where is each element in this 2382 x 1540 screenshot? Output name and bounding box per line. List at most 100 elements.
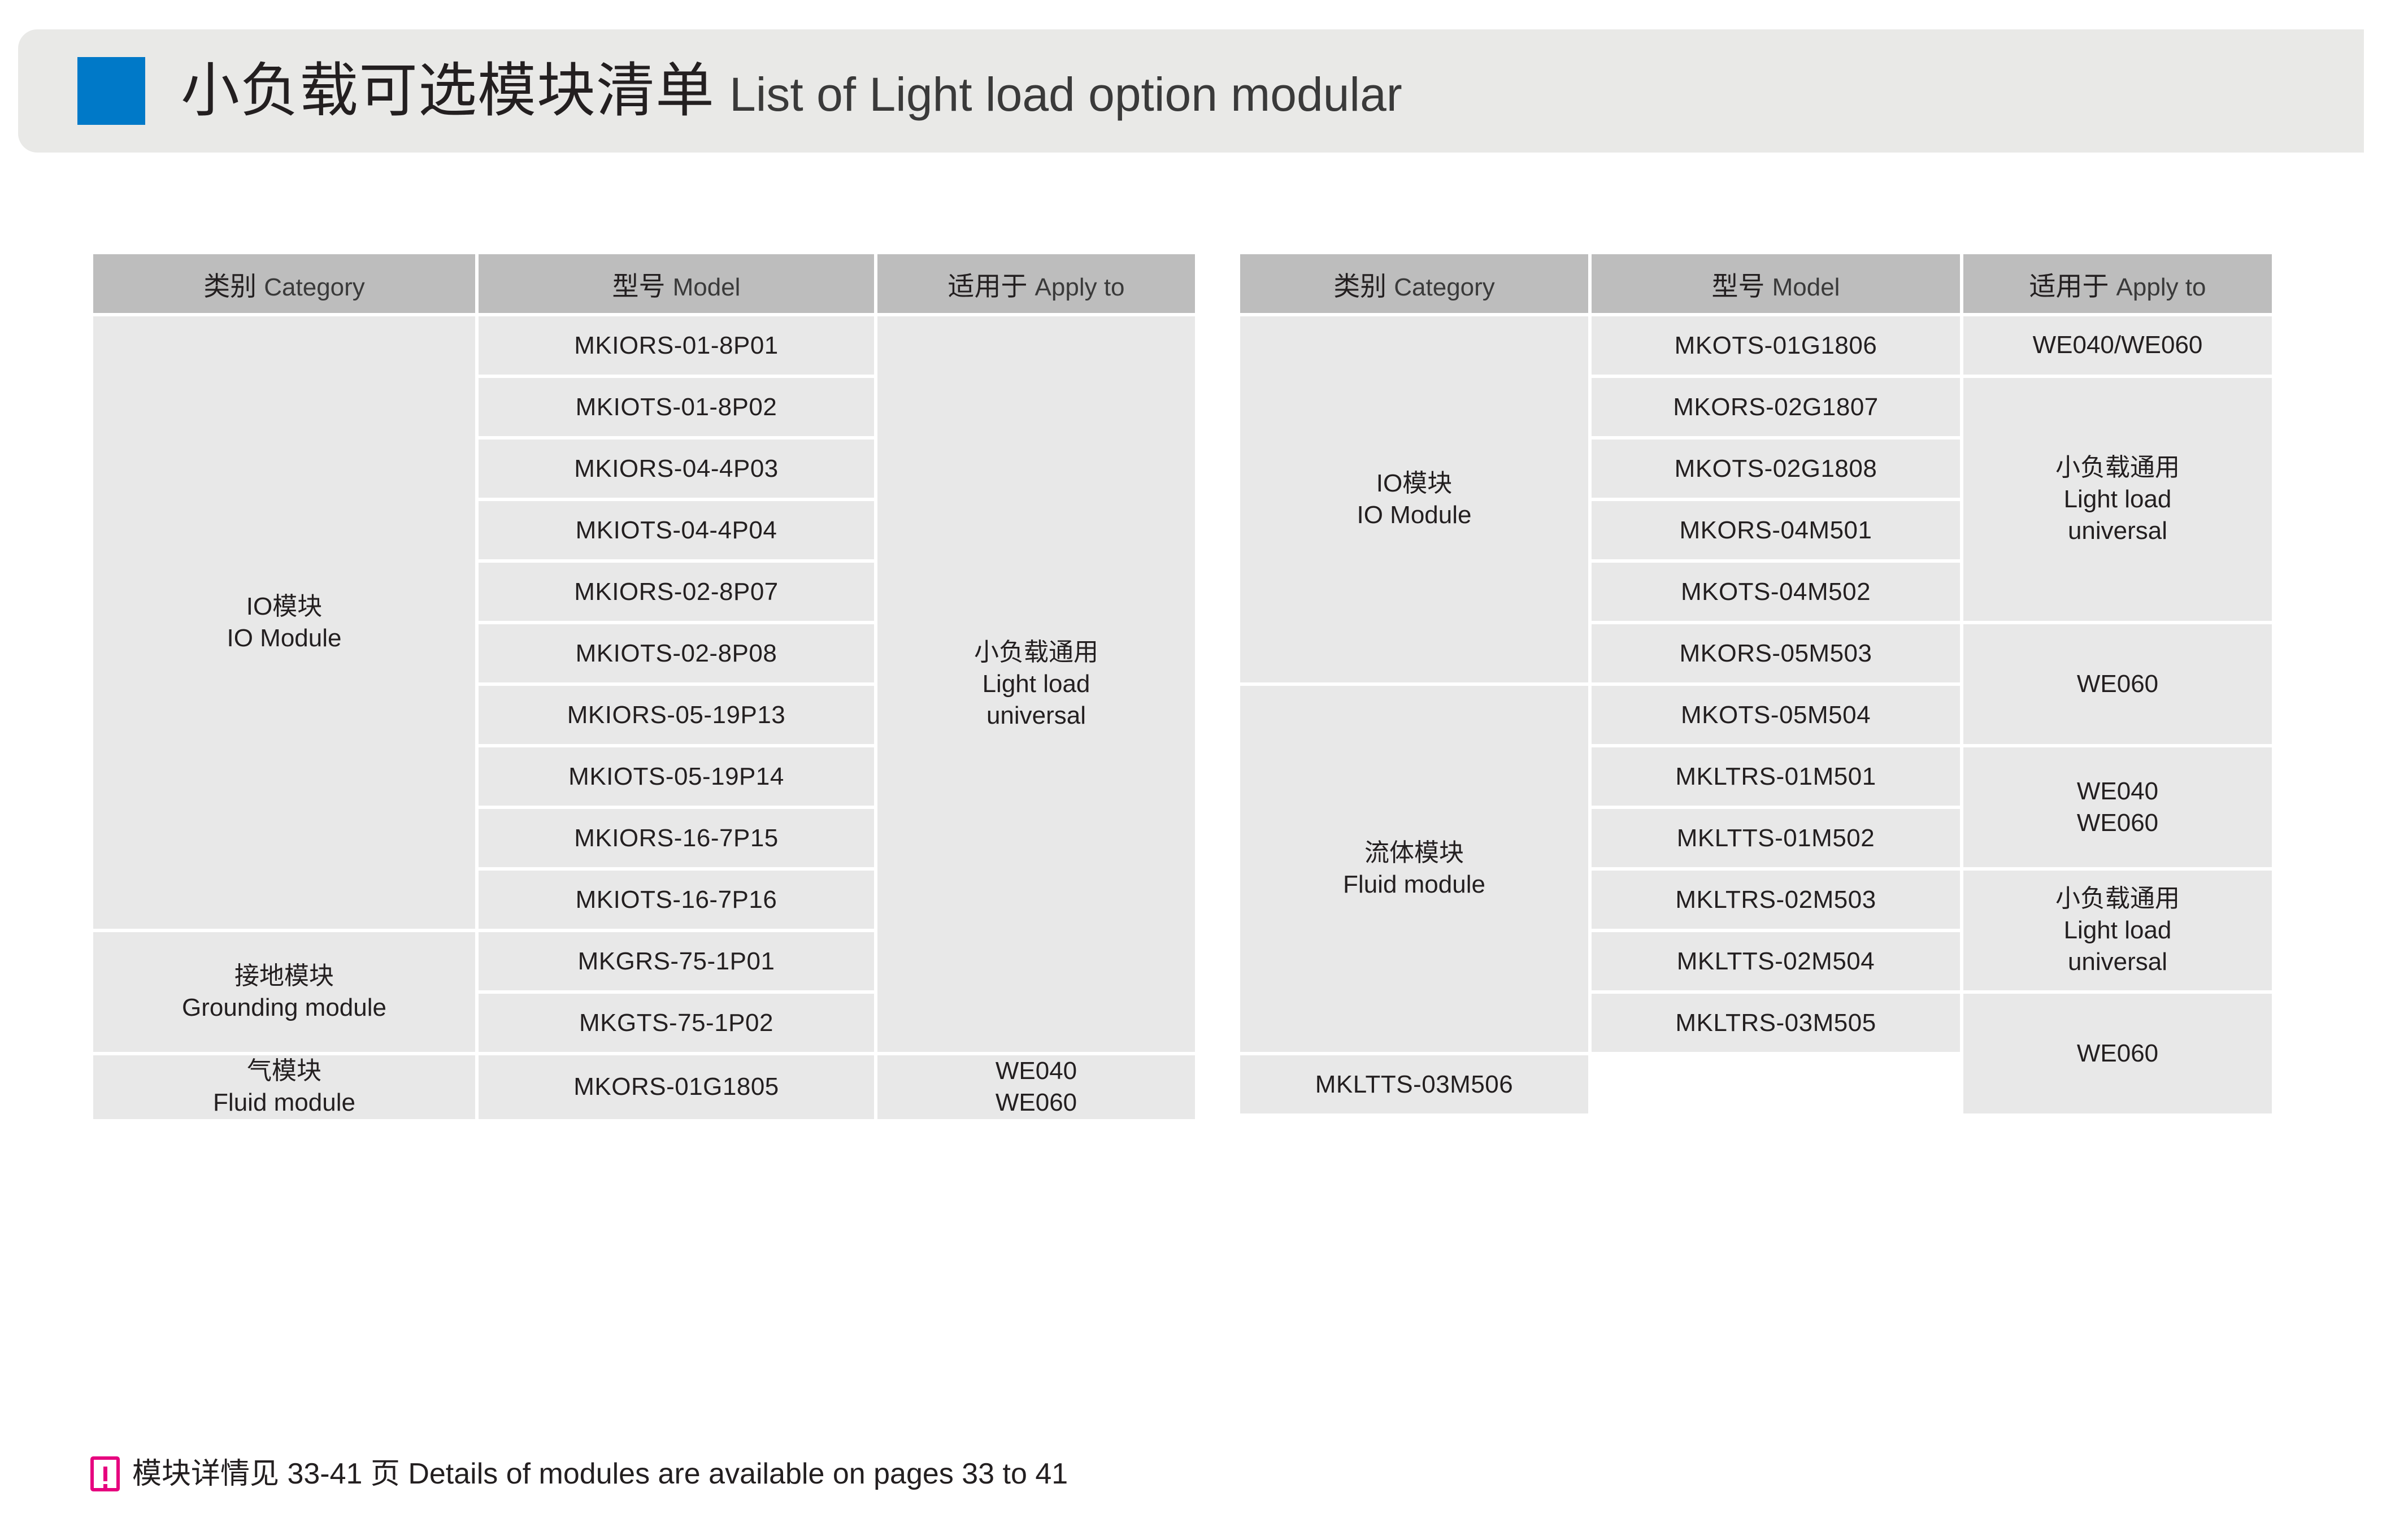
column-header-category: 类别 Category <box>93 254 475 313</box>
cell-apply-to: WE040 WE060 <box>877 1055 1195 1119</box>
cell-model: MKLTRS-03M505 <box>1592 994 1960 1052</box>
cell-category: 接地模块 Grounding module <box>93 932 475 1052</box>
column-header-category-cn: 类别 <box>203 271 264 301</box>
page-title-en: List of Light load option modular <box>729 68 1402 121</box>
category-label-cn: IO模块 <box>246 592 323 620</box>
column-header-apply-en: Apply to <box>2116 273 2206 301</box>
table-row: MKIOTS-04-4P04 <box>93 501 1195 559</box>
cell-model: MKGTS-75-1P02 <box>479 994 874 1052</box>
table-row: MKIORS-02-8P07 <box>93 563 1195 621</box>
table-row: MKIORS-05-19P13 <box>93 686 1195 744</box>
cell-model: MKOTS-05M504 <box>1592 686 1960 744</box>
cell-model: MKIORS-01-8P01 <box>479 316 874 375</box>
column-header-model-en: Model <box>1772 273 1840 301</box>
cell-apply-to: WE040 WE060 <box>1963 747 2272 867</box>
cell-model: MKIORS-16-7P15 <box>479 809 874 867</box>
table-row: MKIORS-04-4P03 <box>93 440 1195 498</box>
page-header-band: 小负载可选模块清单 List of Light load option modu… <box>18 29 2364 153</box>
category-label-cn: 流体模块 <box>1364 838 1464 867</box>
column-header-model-en: Model <box>672 273 741 301</box>
footnote: 模块详情见 33-41 页 Details of modules are ava… <box>90 1456 1068 1491</box>
table-row: MKLTTS-01M502 <box>1240 809 2272 867</box>
table-row: MKLTTS-02M504 <box>1240 932 2272 990</box>
column-header-model-cn: 型号 <box>1711 271 1772 301</box>
category-label-cn: 接地模块 <box>234 962 334 990</box>
cell-model: MKIOTS-16-7P16 <box>479 871 874 929</box>
cell-model: MKLTRS-01M501 <box>1592 747 1960 806</box>
table-row: MKGTS-75-1P02 <box>93 994 1195 1052</box>
cell-model: MKORS-05M503 <box>1592 624 1960 682</box>
cell-model: MKLTRS-02M503 <box>1592 871 1960 929</box>
cell-model: MKIOTS-01-8P02 <box>479 378 874 436</box>
column-header-apply-cn: 适用于 <box>947 271 1035 301</box>
cell-model: MKORS-04M501 <box>1592 501 1960 559</box>
table-row: MKIOTS-02-8P08 <box>93 624 1195 682</box>
column-header-category-cn: 类别 <box>1333 271 1394 301</box>
table-row: MKIOTS-01-8P02 <box>93 378 1195 436</box>
cell-apply-to: 小负载通用 Light load universal <box>877 316 1195 1052</box>
header-marker-icon <box>77 57 145 125</box>
cell-model: MKOTS-01G1806 <box>1592 316 1960 375</box>
cell-category: IO模块 IO Module <box>1240 316 1588 682</box>
cell-apply-to: WE060 <box>1963 994 2272 1113</box>
cell-model: MKOTS-04M502 <box>1592 563 1960 621</box>
category-label-cn: 气模块 <box>247 1057 321 1085</box>
cell-model: MKIORS-05-19P13 <box>479 686 874 744</box>
cell-model: MKLTTS-03M506 <box>1240 1055 1588 1113</box>
table-header-row: 类别 Category 型号 Model 适用于 Apply to <box>93 254 1195 313</box>
cell-apply-to: 小负载通用 Light load universal <box>1963 871 2272 990</box>
column-header-category: 类别 Category <box>1240 254 1588 313</box>
cell-model: MKLTTS-01M502 <box>1592 809 1960 867</box>
cell-model: MKIORS-02-8P07 <box>479 563 874 621</box>
table-row: 接地模块 Grounding module MKGRS-75-1P01 <box>93 932 1195 1052</box>
category-label-en: Grounding module <box>181 994 386 1021</box>
table-row: MKLTTS-03M506 <box>1240 1055 2272 1113</box>
cell-model: MKIORS-04-4P03 <box>479 440 874 498</box>
table-header-row: 类别 Category 型号 Model 适用于 Apply to <box>1240 254 2272 313</box>
category-label-en: IO Module <box>1357 501 1472 529</box>
page-title: 小负载可选模块清单 List of Light load option modu… <box>181 62 1402 120</box>
cell-model: MKORS-02G1807 <box>1592 378 1960 436</box>
cell-category: 气模块 Fluid module <box>93 1055 475 1119</box>
footnote-text: 模块详情见 33-41 页 Details of modules are ava… <box>132 1458 1068 1490</box>
cell-model: MKIOTS-02-8P08 <box>479 624 874 682</box>
cell-apply-to: WE040/WE060 <box>1963 316 2272 375</box>
column-header-apply-cn: 适用于 <box>2029 271 2116 301</box>
table-row: MKOTS-04M502 <box>1240 563 2272 621</box>
cell-apply-to: WE060 <box>1963 624 2272 744</box>
category-label-en: IO Module <box>227 624 342 652</box>
cell-model: MKOTS-02G1808 <box>1592 440 1960 498</box>
exclamation-icon <box>90 1456 120 1491</box>
cell-model: MKIOTS-04-4P04 <box>479 501 874 559</box>
column-header-category-en: Category <box>264 273 365 301</box>
column-header-category-en: Category <box>1394 273 1495 301</box>
table-row: MKIOTS-05-19P14 <box>93 747 1195 806</box>
table-row: MKOTS-02G1808 <box>1240 440 2272 498</box>
column-header-model-cn: 型号 <box>612 271 673 301</box>
column-header-apply-en: Apply to <box>1034 273 1125 301</box>
cell-category: IO模块 IO Module <box>93 316 475 929</box>
category-label-en: Fluid module <box>213 1089 355 1117</box>
cell-model: MKLTTS-02M504 <box>1592 932 1960 990</box>
category-label-cn: IO模块 <box>1376 469 1453 497</box>
cell-apply-to: 小负载通用 Light load universal <box>1963 378 2272 621</box>
cell-model: MKGRS-75-1P01 <box>479 932 874 990</box>
page-title-cn: 小负载可选模块清单 <box>181 58 715 124</box>
table-row: MKORS-04M501 <box>1240 501 2272 559</box>
column-header-model: 型号 Model <box>479 254 874 313</box>
column-header-model: 型号 Model <box>1592 254 1960 313</box>
column-header-apply-to: 适用于 Apply to <box>1963 254 2272 313</box>
